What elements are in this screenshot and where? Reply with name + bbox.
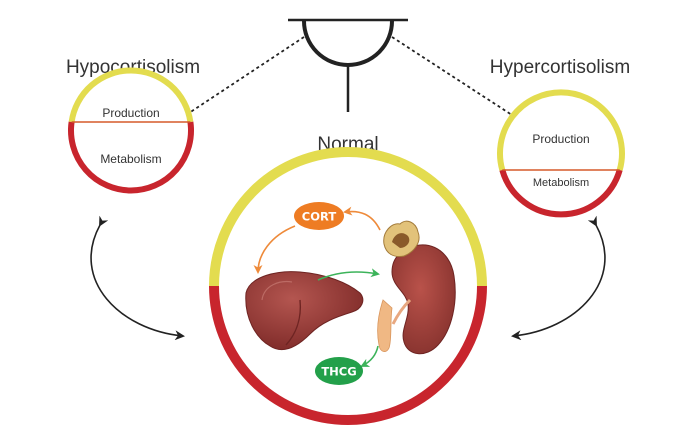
kidney-icon (377, 244, 456, 355)
balance-scale-icon (288, 18, 408, 112)
thcg-badge: THCG (315, 357, 363, 385)
liver-icon (245, 271, 364, 350)
hypercortisolism-label: Hypercortisolism (490, 57, 630, 78)
cort-badge: CORT (294, 202, 344, 230)
liver-to-kidney-arrow (317, 268, 380, 281)
hypocortisolism-circle: Production Metabolism (68, 67, 194, 194)
production-label-right: Production (532, 132, 589, 146)
thcg-label: THCG (321, 365, 356, 379)
metabolism-label-right: Metabolism (533, 177, 589, 189)
cort-to-liver-arrow (253, 225, 296, 274)
hypercortisolism-circle: Production Metabolism (497, 89, 625, 218)
adrenal-gland-icon (383, 220, 420, 257)
adrenal-to-cort-arrow (343, 206, 381, 231)
left-curved-arrow (90, 215, 185, 341)
left-connector-line (185, 36, 305, 116)
right-curved-arrow (511, 215, 606, 341)
cort-label: CORT (302, 210, 337, 224)
kidney-to-thcg-arrow (360, 345, 379, 367)
production-label-left: Production (102, 106, 159, 120)
metabolism-label-left: Metabolism (100, 152, 161, 166)
normal-circle (209, 147, 487, 425)
